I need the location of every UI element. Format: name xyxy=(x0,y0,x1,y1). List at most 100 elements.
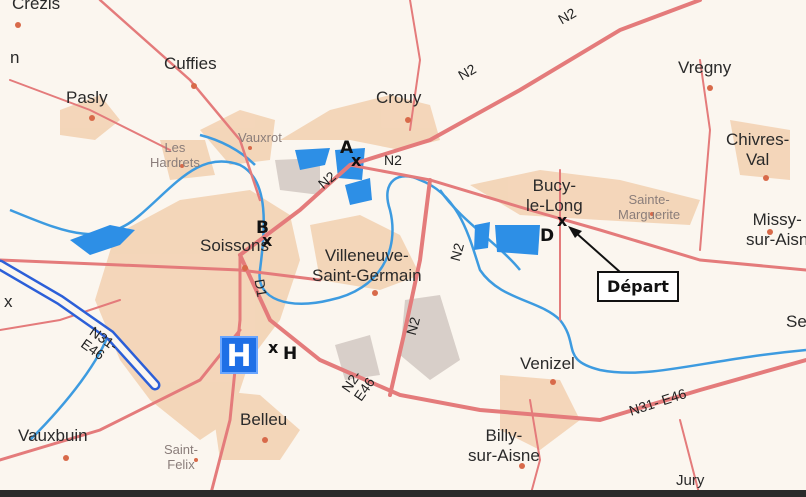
dot-villeneuve xyxy=(372,290,378,296)
dot-cuffies xyxy=(191,83,197,89)
scan-edge xyxy=(0,490,806,497)
road-label-d1: D1 xyxy=(251,277,271,299)
town-label-bucy-line1: Bucy- xyxy=(532,176,577,195)
road-n2-central xyxy=(388,178,432,397)
marker-d-cross[interactable]: x xyxy=(557,211,568,230)
chivres-urban-area xyxy=(730,120,790,180)
road-pasly xyxy=(9,79,171,151)
crouy-urban-area xyxy=(280,95,440,150)
aisne-river xyxy=(9,160,806,374)
town-label-crouy: Crouy xyxy=(376,88,422,107)
stream-southwest xyxy=(29,329,112,441)
town-label-edge-x: x xyxy=(4,292,13,311)
place-label-hardrets: Les Hardrets xyxy=(150,140,200,170)
town-label-vauxbuin: Vauxbuin xyxy=(18,426,88,445)
town-label-billy-line2: sur-Aisne xyxy=(468,446,540,465)
dot-sainte-marguerite xyxy=(650,212,654,216)
hospital-icon[interactable]: H xyxy=(220,336,258,374)
place-label-saintfelix-line1: Saint- xyxy=(164,442,198,457)
place-label-sainte-line1: Sainte- xyxy=(628,192,670,207)
dot-missy xyxy=(767,229,773,235)
marker-a-cross[interactable]: x xyxy=(351,151,362,170)
industrial-zone-villeneuve xyxy=(400,295,460,380)
marker-b-letter[interactable]: B xyxy=(256,218,269,238)
place-label-sainte-marguerite: Sainte- Marguerite xyxy=(618,192,680,222)
marker-a-letter[interactable]: A xyxy=(340,138,354,158)
town-label-vregny: Vregny xyxy=(678,58,732,77)
town-label-missy: Missy- sur-Aisn xyxy=(746,210,806,250)
town-label-bucy-line2: le-Long xyxy=(526,196,583,215)
dot-venizel xyxy=(550,379,556,385)
dot-soissons xyxy=(242,265,248,271)
place-label-sainte-line2: Marguerite xyxy=(618,207,681,222)
road-jury xyxy=(679,419,701,497)
town-label-missy-line2: sur-Aisn xyxy=(746,230,806,249)
dot-hardrets xyxy=(180,164,184,168)
town-label-bucy: Bucy- le-Long xyxy=(526,176,583,216)
road-crouy-north xyxy=(409,0,422,131)
town-label-villeneuve-line2: Saint-Germain xyxy=(312,266,422,285)
town-label-villeneuve: Villeneuve- Saint-Germain xyxy=(312,246,422,286)
bucy-urban-area xyxy=(470,170,700,225)
road-west xyxy=(0,258,322,282)
road-west-minor xyxy=(0,299,121,331)
lake-west xyxy=(70,225,135,255)
stream-vauxrot xyxy=(199,133,256,166)
road-cuffies xyxy=(98,0,262,202)
billy-urban-area xyxy=(500,375,580,450)
town-label-cuffies: Cuffies xyxy=(164,54,217,73)
lake-crouy-1 xyxy=(295,148,330,170)
motorway-n31-inner xyxy=(0,262,158,388)
dot-belleu xyxy=(262,437,268,443)
lake-crouy-3 xyxy=(345,178,372,205)
road-label-n2-east: N2 xyxy=(384,152,402,168)
marker-h-letter[interactable]: H xyxy=(283,344,298,364)
town-label-venizel: Venizel xyxy=(520,354,575,373)
town-label-missy-line1: Missy- xyxy=(752,210,802,229)
town-label-chivres-line1: Chivres- xyxy=(726,130,790,149)
dot-saint-felix xyxy=(194,458,198,462)
town-label-crezis: Crezis xyxy=(12,0,61,13)
road-n2-north xyxy=(238,0,702,257)
town-label-chivres-line2: Val xyxy=(745,150,770,169)
place-label-hardrets-line1: Les xyxy=(164,140,186,155)
town-label-jury: Jury xyxy=(676,472,705,489)
place-label-vauxrot: Vauxrot xyxy=(238,130,282,145)
place-label-saintfelix-line2: Felix xyxy=(167,457,195,472)
dot-vregny xyxy=(707,85,713,91)
dot-crezis xyxy=(15,22,21,28)
town-label-billy: Billy- sur-Aisne xyxy=(468,426,540,466)
town-label-villeneuve-line1: Villeneuve- xyxy=(324,246,409,265)
marker-d-letter[interactable]: D xyxy=(540,226,555,246)
lake-east-1 xyxy=(474,222,490,250)
road-billy xyxy=(529,399,542,497)
dot-crouy xyxy=(405,117,411,123)
town-label-billy-line1: Billy- xyxy=(485,426,523,445)
place-label-saint-felix: Saint- Felix xyxy=(164,442,198,472)
town-label-chivres: Chivres- Val xyxy=(726,130,789,170)
town-label-edge-n: n xyxy=(10,48,20,67)
dot-chivres xyxy=(763,175,769,181)
depart-arrow-head xyxy=(568,226,582,238)
town-label-soissons: Soissons xyxy=(200,236,269,255)
road-vregny xyxy=(699,59,712,251)
industrial-zone-south xyxy=(335,335,380,380)
hardrets-urban-area xyxy=(160,140,215,180)
marker-h-cross[interactable]: x xyxy=(268,338,279,357)
dot-vauxbuin xyxy=(63,455,69,461)
lake-east-2 xyxy=(495,225,540,255)
place-label-hardrets-line2: Hardrets xyxy=(150,155,200,170)
road-n2-e46-south xyxy=(238,253,806,423)
town-label-belleu: Belleu xyxy=(240,410,288,429)
road-n2-east xyxy=(348,163,806,272)
depart-label-box[interactable]: Départ xyxy=(597,271,679,302)
depart-arrow-line xyxy=(574,231,621,273)
town-label-edge-se: Se xyxy=(786,312,806,331)
dot-vauxrot xyxy=(248,146,252,150)
dot-pasly xyxy=(89,115,95,121)
dot-billy xyxy=(519,463,525,469)
town-label-pasly: Pasly xyxy=(66,88,108,107)
marker-b-cross[interactable]: x xyxy=(262,231,273,250)
